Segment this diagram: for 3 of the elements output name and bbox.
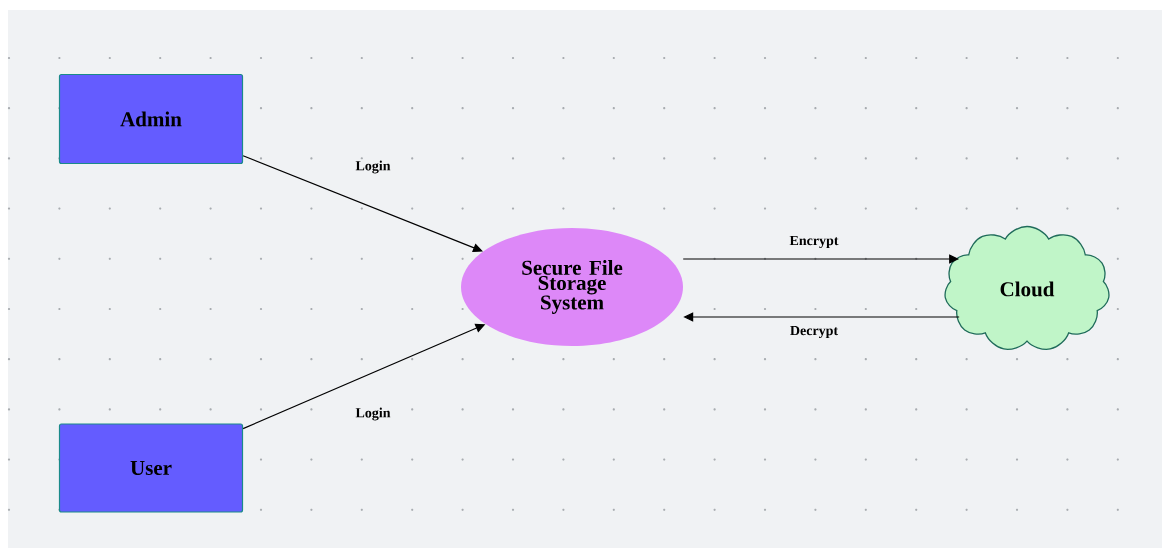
process-box: User: [58, 423, 244, 513]
process-box: Admin: [58, 73, 244, 165]
arrow: [242, 155, 483, 253]
